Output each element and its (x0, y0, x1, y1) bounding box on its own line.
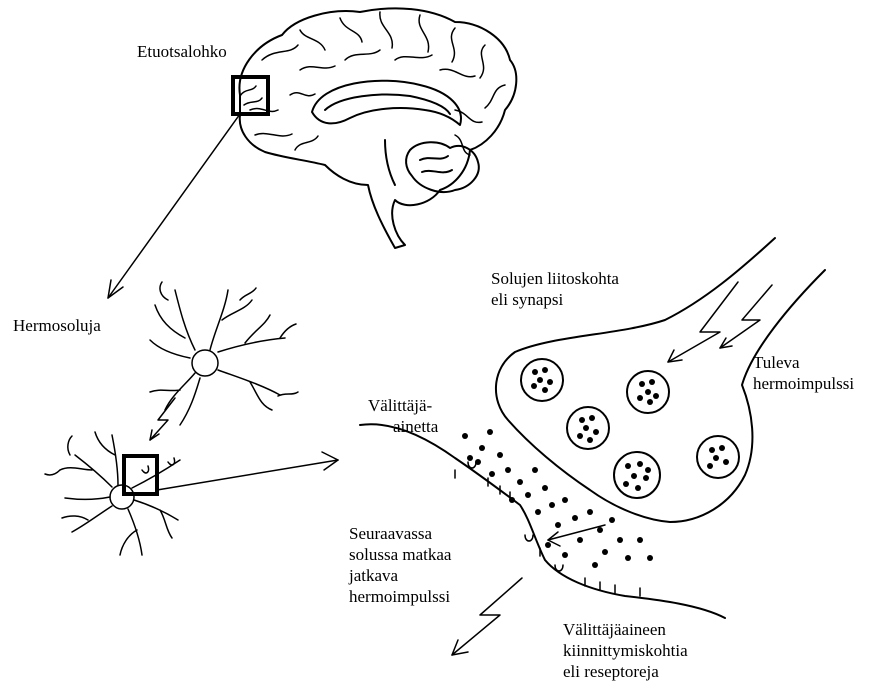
brain-folds (250, 12, 505, 155)
vesicles (521, 359, 739, 498)
frontal-lobe-box (233, 77, 268, 114)
outgoing-impulse-arrow (452, 578, 522, 655)
neurotransmitter-dots (462, 429, 653, 568)
incoming-impulse-arrows (668, 282, 772, 362)
label-transmitter-line1: Välittäjä- (368, 395, 432, 416)
label-receptor-line1: Välittäjäaineen (563, 619, 666, 640)
arrow-to-receptor (548, 525, 605, 546)
neuron-impulse-arrow (150, 398, 175, 440)
neuron-upper (150, 282, 298, 425)
vesicle-contents (531, 367, 729, 491)
brain-outline (239, 8, 516, 248)
arrow-neuron-to-synapse (157, 452, 338, 490)
label-neurons: Hermosoluja (13, 315, 101, 336)
arrow-brain-to-neurons (108, 114, 240, 298)
receptors (455, 462, 640, 596)
label-incoming-line1: Tuleva (753, 352, 800, 373)
label-transmitter-line2: ainetta (393, 416, 438, 437)
label-synapse-line2: eli synapsi (491, 289, 563, 310)
label-receptor-line2: kiinnittymiskohtia (563, 640, 688, 661)
label-frontal-lobe: Etuotsalohko (137, 41, 227, 62)
label-next-cell-line4: hermoimpulssi (349, 586, 450, 607)
label-synapse-line1: Solujen liitoskohta (491, 268, 619, 289)
synapse-box-small (124, 456, 157, 494)
label-next-cell-line3: jatkava (349, 565, 398, 586)
corpus-callosum (312, 81, 461, 125)
neuron-lower (45, 432, 180, 555)
label-next-cell-line1: Seuraavassa (349, 523, 432, 544)
label-receptor-line3: eli reseptoreja (563, 661, 659, 682)
label-incoming-line2: hermoimpulssi (753, 373, 854, 394)
label-next-cell-line2: solussa matkaa (349, 544, 451, 565)
